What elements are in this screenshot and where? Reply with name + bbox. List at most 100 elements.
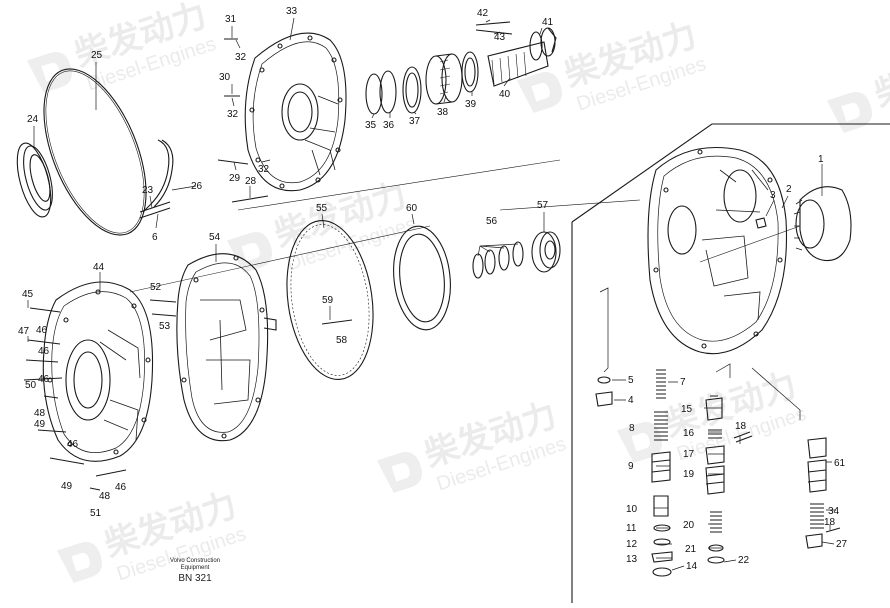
callout-label: 43 <box>494 32 506 43</box>
part-ring-36 <box>379 70 397 114</box>
part-plug-27 <box>805 533 823 549</box>
part-spool-19 <box>705 465 725 495</box>
callout-label: 18 <box>824 517 836 528</box>
callout-label: 15 <box>681 404 693 415</box>
callout-label: 46 <box>36 325 48 336</box>
watermark: 柴发动力 Diesel-Engines <box>376 396 569 495</box>
callout-label: 60 <box>406 203 418 214</box>
part-plate-54 <box>176 253 269 442</box>
callout-label: 21 <box>685 544 697 555</box>
part-spring-20 <box>710 511 722 533</box>
part-piston-17 <box>705 445 725 465</box>
part-bearing-38 <box>425 53 463 105</box>
part-pin-18b <box>825 527 841 533</box>
callout-label: 45 <box>22 289 34 300</box>
part-ring-56d <box>512 241 524 267</box>
callout-label: 48 <box>34 408 46 419</box>
watermark-brand: 柴发动力 <box>870 36 890 114</box>
caption-company: Volvo Construction <box>169 558 221 564</box>
callout-label: 29 <box>229 173 241 184</box>
watermark: 柴发动力 <box>826 36 890 133</box>
part-ring-39 <box>461 51 479 93</box>
callout-label: 10 <box>626 504 638 515</box>
callout-label: 1 <box>818 154 824 165</box>
leader-lines <box>27 17 823 342</box>
callout-label: 44 <box>93 262 105 273</box>
part-shaft-40 <box>487 27 557 87</box>
callout-label: 6 <box>152 232 158 243</box>
callout-label: 27 <box>836 539 848 550</box>
callout-label: 20 <box>683 520 695 531</box>
callout-label: 16 <box>683 428 695 439</box>
detail-panel-border <box>571 123 890 603</box>
part-bolts-42-43 <box>475 21 513 35</box>
part-spool-61 <box>807 459 827 493</box>
part-seat-13 <box>651 551 673 563</box>
part-spring-16 <box>708 429 722 439</box>
part-spool-top <box>807 437 827 459</box>
callout-label: 56 <box>486 216 498 227</box>
callout-label: 25 <box>91 50 103 61</box>
callout-label: 3 <box>770 190 776 201</box>
part-ring-60 <box>393 225 451 331</box>
part-pump-1 <box>793 186 852 262</box>
callout-label: 9 <box>628 461 634 472</box>
part-ring-56c <box>498 245 510 271</box>
callout-label: 18 <box>735 421 747 432</box>
part-bolts-small <box>217 38 269 203</box>
callout-label: 36 <box>383 120 395 131</box>
callout-label: 55 <box>316 203 328 214</box>
part-spring-7 <box>656 369 666 399</box>
callout-label: 32 <box>235 52 247 63</box>
part-sleeve-10 <box>653 495 669 517</box>
callout-label: 2 <box>786 184 792 195</box>
callout-label: 51 <box>90 508 102 519</box>
part-pin-18 <box>733 431 753 443</box>
callout-label: 40 <box>499 89 511 100</box>
callout-label: 46 <box>38 374 50 385</box>
part-ring-14 <box>652 567 672 577</box>
part-spring-34 <box>810 503 824 529</box>
callout-label: 13 <box>626 554 638 565</box>
part-bearing-57 <box>531 231 561 273</box>
callout-label: 50 <box>25 380 37 391</box>
part-housing-44 <box>42 281 154 462</box>
part-gasket-55 <box>286 220 374 380</box>
part-ring-22 <box>707 556 725 564</box>
callout-label: 58 <box>336 335 348 346</box>
part-ring-12 <box>653 538 671 546</box>
callout-label: 48 <box>99 491 111 502</box>
callout-label: 54 <box>209 232 221 243</box>
part-valve-body <box>647 147 788 355</box>
watermark: 柴发动力 Diesel-Engines <box>26 0 219 95</box>
part-bolts-23 <box>139 201 171 219</box>
parts-drawing <box>16 21 890 603</box>
callout-label: 47 <box>18 326 30 337</box>
callout-label: 46 <box>38 346 50 357</box>
callout-label: 32 <box>227 109 239 120</box>
callout-label: 14 <box>686 561 698 572</box>
part-washer-5 <box>597 376 611 384</box>
callout-label: 41 <box>542 17 554 28</box>
callout-label: 39 <box>465 99 477 110</box>
callout-label: 17 <box>683 449 695 460</box>
watermark: 柴发动力 Diesel-Engines <box>516 16 709 115</box>
callout-label: 53 <box>159 321 171 332</box>
callout-label: 7 <box>680 377 686 388</box>
callout-label: 28 <box>245 176 257 187</box>
callout-label: 37 <box>409 116 421 127</box>
callout-label: 61 <box>834 458 846 469</box>
callout-label: 31 <box>225 14 237 25</box>
callout-label: 30 <box>219 72 231 83</box>
assembly-axis <box>129 159 641 293</box>
callout-layer: 25 24 23 26 6 31 32 30 32 33 32 29 28 35… <box>18 6 848 572</box>
callout-label: 11 <box>626 523 637 534</box>
callout-label: 46 <box>115 482 127 493</box>
callout-label: 57 <box>537 200 549 211</box>
drawing-caption: Volvo Construction Equipment BN 321 <box>150 558 240 585</box>
callout-label: 52 <box>150 282 162 293</box>
watermark: 柴发动力 Diesel-Engines <box>226 176 419 275</box>
callout-label: 42 <box>477 8 489 19</box>
